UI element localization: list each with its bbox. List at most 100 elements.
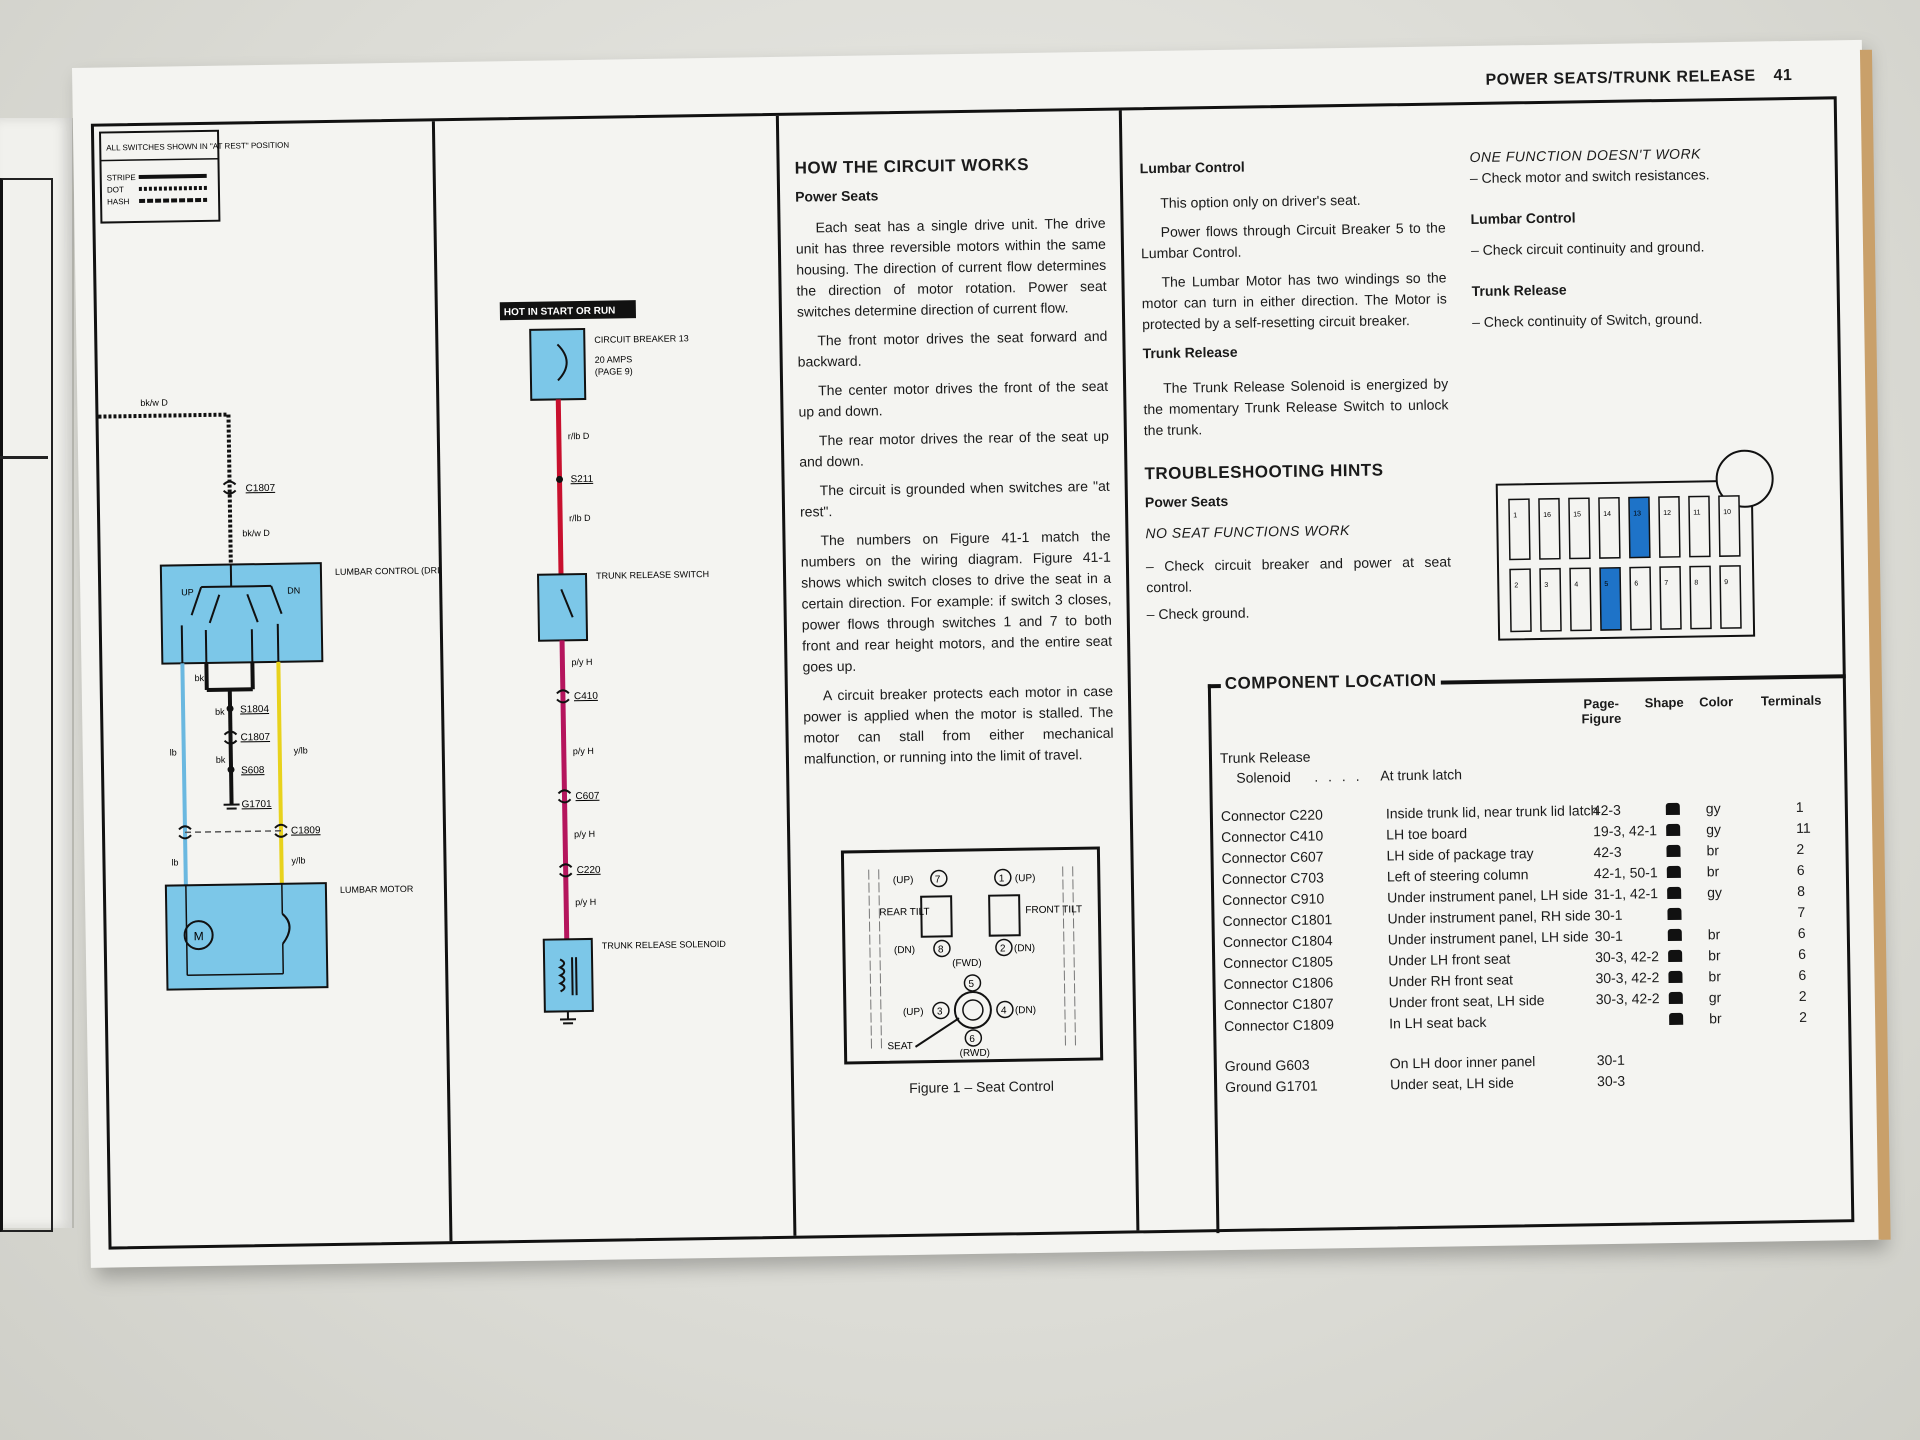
lumbar-motor-label: LUMBAR MOTOR <box>340 884 414 895</box>
page-edge <box>1859 49 1891 1240</box>
connector-name: Connector C1806 <box>1223 974 1334 993</box>
fuse-label: 13 <box>1633 510 1641 517</box>
how-para-7: A circuit breaker protects each motor in… <box>803 682 1114 767</box>
connector-terminals: 6 <box>1797 924 1806 941</box>
connector-c607: C607 <box>575 791 600 802</box>
connector-shape-icon <box>1669 1012 1684 1026</box>
connector-terminals: 6 <box>1798 966 1807 983</box>
wire-py-2: p/y H <box>573 746 594 756</box>
connector-page: 19-3, 42-1 <box>1593 822 1658 840</box>
connector-page: 30-3, 42-2 <box>1595 990 1660 1008</box>
col-terminals: Terminals <box>1760 692 1822 709</box>
wire-lb-1: lb <box>170 747 177 757</box>
trunk-release-solenoid <box>542 937 594 1025</box>
fig-rwd: (RWD) <box>960 1048 991 1059</box>
trunk-release-wiring-diagram: HOT IN START OR RUN CIRCUIT BREAKER 13 2… <box>499 300 726 1025</box>
solenoid-name-2: Solenoid <box>1236 768 1291 786</box>
switch-dn: DN <box>287 585 300 595</box>
fuse-slot <box>1719 565 1742 629</box>
ts-hint-3: – Check motor and switch resistances. <box>1469 166 1710 187</box>
ground-g1701: G1701 <box>242 799 273 810</box>
connector-page: 30-1 <box>1594 927 1623 945</box>
fuse-slot <box>1718 495 1741 557</box>
connector-terminals: 2 <box>1796 840 1805 858</box>
fig-n4: 4 <box>1001 1005 1007 1016</box>
wire-bkw-top: bk/w D <box>140 398 168 408</box>
ground-location: Under seat, LH side <box>1390 1074 1514 1093</box>
legend-box: ALL SWITCHES SHOWN IN "AT REST" POSITION… <box>99 129 289 224</box>
fig-n8: 8 <box>938 944 944 955</box>
breaker-amps: 20 AMPS <box>595 354 633 365</box>
wire-py-3: p/y H <box>574 829 595 839</box>
connector-page: 42-3 <box>1593 843 1622 861</box>
wire-bk-2: bk <box>215 707 225 717</box>
splice-s211: S211 <box>570 474 593 485</box>
connector-terminals: 6 <box>1796 861 1805 879</box>
connector-color: br <box>1709 1010 1722 1027</box>
fig-fwd: (FWD) <box>952 958 982 969</box>
connector-shape-icon <box>1666 844 1681 858</box>
connector-page: 30-3, 42-2 <box>1595 948 1660 966</box>
connector-terminals: 2 <box>1798 1008 1808 1025</box>
fuse-slot <box>1569 567 1592 632</box>
connector-terminals: 6 <box>1798 945 1807 962</box>
component-location: COMPONENT LOCATION Page-Figure Shape Col… <box>1207 670 1855 1234</box>
lumbar-control-label: LUMBAR CONTROL (DRIVER'S SEAT) <box>335 564 450 577</box>
legend-dot: DOT <box>107 185 124 194</box>
how-para-2: The front motor drives the seat forward … <box>797 327 1108 370</box>
ground-name: Ground G1701 <box>1225 1077 1318 1096</box>
col-color: Color <box>1699 693 1734 710</box>
fig-up-seat: (UP) <box>903 1007 924 1018</box>
ts-hint-4: – Check circuit continuity and ground. <box>1470 238 1705 259</box>
connector-location: LH toe board <box>1386 825 1468 843</box>
wire-py-1: p/y H <box>571 657 592 667</box>
breaker-label: CIRCUIT BREAKER 13 <box>594 333 689 344</box>
connector-c410: C410 <box>574 691 599 702</box>
ts-hint-2: – Check ground. <box>1146 604 1250 623</box>
fuse-slot <box>1688 495 1711 558</box>
connector-shape-icon <box>1666 823 1681 837</box>
connector-name: Connector C220 <box>1220 806 1323 825</box>
wire-bk-3: bk <box>216 755 226 765</box>
connector-location: Under instrument panel, RH side <box>1387 907 1591 927</box>
breaker-page: (PAGE 9) <box>595 366 633 377</box>
fig-n6: 6 <box>969 1034 975 1045</box>
connector-location: Under instrument panel, LH side <box>1387 886 1589 906</box>
fuse-label: 15 <box>1573 511 1581 518</box>
fuse-label: 5 <box>1604 581 1608 588</box>
fuse-slot <box>1599 566 1622 631</box>
fuse-slot <box>1628 496 1651 559</box>
connector-name: Connector C703 <box>1221 869 1324 888</box>
lumbar-p3: The Lumbar Motor has two windings so the… <box>1141 269 1447 333</box>
fuse-label: 8 <box>1694 580 1698 587</box>
connector-page: 31-1, 42-1 <box>1594 885 1659 903</box>
fig-n3: 3 <box>937 1006 943 1017</box>
hot-in-start-label: HOT IN START OR RUN <box>504 305 616 318</box>
fig-front-tilt: FRONT TILT <box>1025 904 1082 916</box>
fuse-label: 14 <box>1603 511 1611 518</box>
divider-3 <box>1118 110 1140 1231</box>
connector-color: br <box>1708 968 1722 985</box>
connector-shape-icon <box>1665 802 1680 816</box>
ts-hint-1: – Check circuit breaker and power at sea… <box>1145 553 1452 596</box>
wire-py-4: p/y H <box>575 897 596 907</box>
ts-power-seats: Power Seats <box>1144 492 1229 511</box>
connector-location: Under instrument panel, LH side <box>1387 928 1589 948</box>
troubleshooting-title: TROUBLESHOOTING HINTS <box>1144 460 1384 484</box>
how-para-5: The circuit is grounded when switches ar… <box>799 477 1110 520</box>
lumbar-wiring-diagram: ALL SWITCHES SHOWN IN "AT REST" POSITION… <box>98 129 450 991</box>
fig-up-front: (UP) <box>1015 873 1036 884</box>
motor-m: M <box>194 929 204 943</box>
wire-bk-1: bk <box>195 673 205 683</box>
connector-location: Under LH front seat <box>1388 950 1511 969</box>
wire-bkw-mid: bk/w D <box>242 528 270 538</box>
connector-terminals: 8 <box>1797 882 1806 900</box>
switch-label: TRUNK RELEASE SWITCH <box>596 569 709 581</box>
connector-terminals: 7 <box>1797 903 1806 921</box>
lumbar-p1: This option only on driver's seat. <box>1160 191 1361 211</box>
connector-shape-icon <box>1668 991 1683 1005</box>
fuse-slot <box>1629 566 1652 631</box>
